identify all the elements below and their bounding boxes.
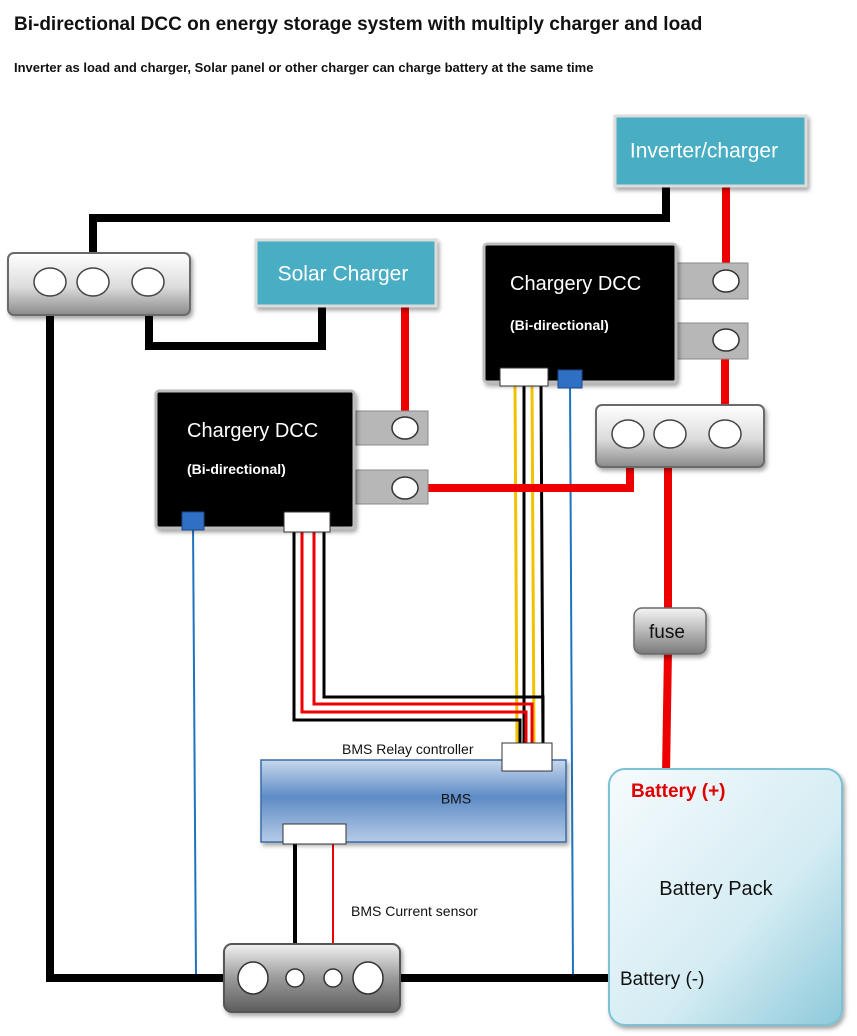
dcc-right-relay-port	[499, 367, 549, 387]
negative-bus-bar	[7, 252, 191, 316]
battery-plus-label: Battery (+)	[631, 781, 726, 802]
relay-wires-right-dcc	[513, 385, 545, 746]
page-title: Bi-directional DCC on energy storage sys…	[14, 14, 703, 35]
fuse-label: fuse	[649, 622, 685, 643]
bms-sensor-port	[282, 823, 347, 845]
positive-bus-bar	[595, 404, 765, 468]
bms-relay-label: BMS Relay controller	[342, 741, 474, 757]
battery-pack-label: Battery Pack	[659, 878, 773, 900]
solar-label: Solar Charger	[278, 263, 409, 286]
bms-sensor-label: BMS Current sensor	[351, 903, 478, 919]
dcc-right-signal-port	[557, 369, 583, 389]
signal-wire-left-dcc	[192, 521, 197, 979]
signal-wire-right-dcc	[569, 379, 574, 979]
chargery-dcc-right: Chargery DCC (Bi-directional)	[482, 242, 749, 389]
current-sensor-shunt	[223, 943, 401, 1013]
dcc-left-mode: (Bi-directional)	[187, 461, 286, 477]
battery-pack: Battery (+) Battery Pack Battery (-)	[608, 768, 843, 1026]
bms-relay-port	[501, 742, 553, 772]
bms-unit: BMS BMS Relay controller BMS Current sen…	[260, 741, 567, 919]
page-subtitle: Inverter as load and charger, Solar pane…	[14, 60, 594, 75]
solar-charger-box: Solar Charger	[254, 238, 438, 308]
dcc-left-relay-port	[283, 511, 331, 533]
fuse: fuse	[633, 607, 707, 655]
dcc-left-name: Chargery DCC	[187, 420, 318, 442]
battery-minus-label: Battery (-)	[620, 969, 704, 990]
red-wire-to-battery	[662, 649, 672, 775]
dcc-right-mode: (Bi-directional)	[510, 317, 609, 333]
dcc-left-signal-port	[181, 511, 205, 531]
black-wire-negative-bus	[46, 283, 252, 982]
chargery-dcc-left: Chargery DCC (Bi-directional)	[154, 389, 429, 533]
inverter-label: Inverter/charger	[630, 140, 778, 163]
black-wire-inverter	[89, 178, 670, 280]
inverter-charger-box: Inverter/charger	[613, 114, 808, 188]
dcc-right-name: Chargery DCC	[510, 273, 641, 295]
bms-label: BMS	[441, 791, 471, 807]
wires	[46, 178, 730, 982]
relay-wires-left-dcc	[292, 532, 545, 745]
